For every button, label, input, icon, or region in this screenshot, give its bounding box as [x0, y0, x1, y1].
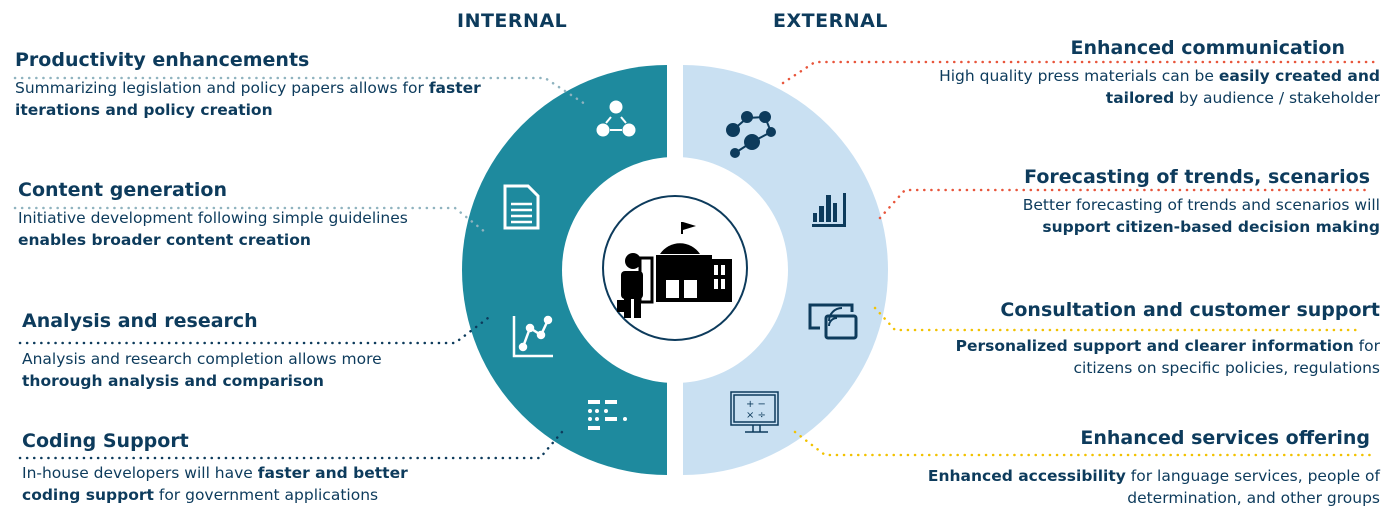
connector-content [13, 206, 487, 234]
external-item-services: Enhanced services offering Enhanced acce… [860, 425, 1380, 509]
item-text: Better forecasting of trends and scenari… [1022, 196, 1380, 214]
screen-cast-icon [808, 303, 858, 340]
item-text-bold: faster iterations and policy creation [15, 79, 481, 119]
item-title: Consultation and customer support [1000, 299, 1380, 321]
external-item-forecasting: Forecasting of trends, scenarios Better … [960, 164, 1380, 238]
connector-forecasting [878, 188, 1372, 220]
item-text-bold: enables broader content creation [18, 231, 311, 249]
internal-item-productivity: Productivity enhancements Summarizing le… [15, 47, 505, 121]
item-text-bold: thorough analysis and comparison [22, 372, 324, 390]
item-text: Summarizing legislation and policy paper… [15, 79, 429, 97]
item-text: for citizens on specific policies, regul… [1073, 337, 1380, 377]
item-title: Coding Support [22, 430, 189, 452]
government-building-icon [638, 222, 732, 304]
item-text-bold: easily created and tailored [1105, 67, 1380, 107]
item-title: Content generation [18, 179, 227, 201]
connector-analysis [18, 316, 490, 345]
item-text: by audience / stakeholder [1174, 89, 1380, 107]
external-item-communication: Enhanced communication High quality pres… [880, 35, 1380, 109]
item-title: Forecasting of trends, scenarios [1024, 166, 1370, 188]
connector-consultation [873, 306, 1362, 332]
connector-productivity [13, 76, 587, 106]
code-icon [588, 400, 627, 430]
item-text-bold: support citizen-based decision making [1042, 218, 1380, 236]
calculator-monitor-icon: + −× ÷ [730, 391, 779, 433]
item-text: Initiative development following simple … [18, 209, 408, 227]
external-item-consultation: Consultation and customer support Person… [930, 297, 1380, 379]
item-text: for government applications [153, 486, 379, 504]
item-text-bold: faster and better coding support [22, 464, 408, 504]
internal-item-analysis: Analysis and research Analysis and resea… [22, 308, 462, 392]
document-icon [503, 184, 540, 230]
internal-item-content: Content generation Initiative developmen… [18, 177, 438, 251]
businessman-icon [617, 253, 643, 318]
internal-header: INTERNAL [457, 10, 568, 32]
svg-text:× ÷: × ÷ [746, 410, 766, 421]
item-title: Analysis and research [22, 310, 258, 332]
item-text: In-house developers will have [22, 464, 258, 482]
line-chart-icon [512, 315, 553, 358]
item-title: Productivity enhancements [15, 49, 310, 71]
item-text-bold: Enhanced accessibility [927, 467, 1126, 485]
item-title: Enhanced communication [1070, 37, 1345, 59]
internal-item-coding: Coding Support In-house developers will … [22, 428, 462, 506]
network-icon [726, 111, 776, 158]
item-text: High quality press materials can be [939, 67, 1219, 85]
item-text-bold: Personalized support and clearer informa… [955, 337, 1354, 355]
item-text: Analysis and research completion allows … [22, 350, 382, 368]
people-network-icon [596, 100, 636, 137]
item-text: for language services, people of determi… [1125, 467, 1380, 507]
item-title: Enhanced services offering [1080, 427, 1370, 449]
bar-chart-icon [812, 193, 846, 227]
external-header: EXTERNAL [773, 10, 888, 32]
svg-text:+ −: + − [746, 399, 766, 410]
